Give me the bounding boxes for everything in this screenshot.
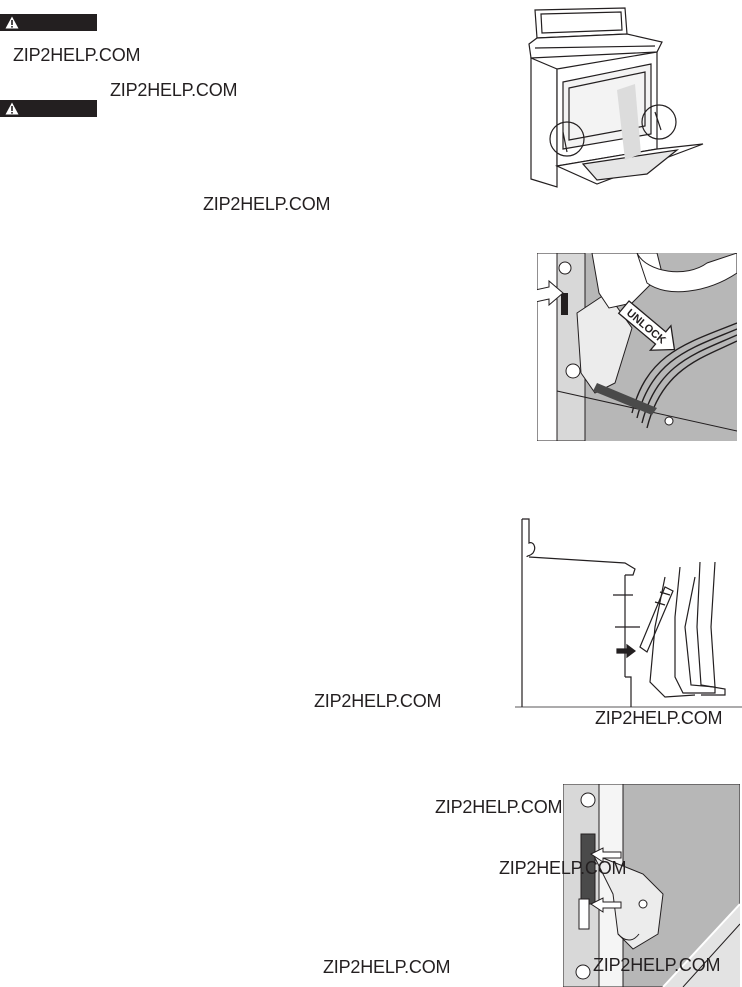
watermark-text: ZIP2HELP.COM [323,957,451,977]
watermark-text: ZIP2HELP.COM [314,691,442,711]
watermark-text: ZIP2HELP.COM [499,858,627,878]
warning-bar [0,100,97,117]
door-removal-illustration [515,517,742,712]
hinge-lock-illustration [563,784,740,987]
range-open-door-illustration [527,4,712,189]
watermark-text: ZIP2HELP.COM [110,80,238,100]
unlock-hinge-illustration: UNLOCK [537,253,737,441]
watermark-text: ZIP2HELP.COM [435,797,563,817]
watermark-text: ZIP2HELP.COM [593,955,721,975]
warning-bar [0,14,97,31]
watermark-text: ZIP2HELP.COM [595,708,723,728]
warning-triangle-icon [5,16,19,29]
watermark-text: ZIP2HELP.COM [203,194,331,214]
warning-triangle-icon [5,102,19,115]
watermark-text: ZIP2HELP.COM [13,45,141,65]
